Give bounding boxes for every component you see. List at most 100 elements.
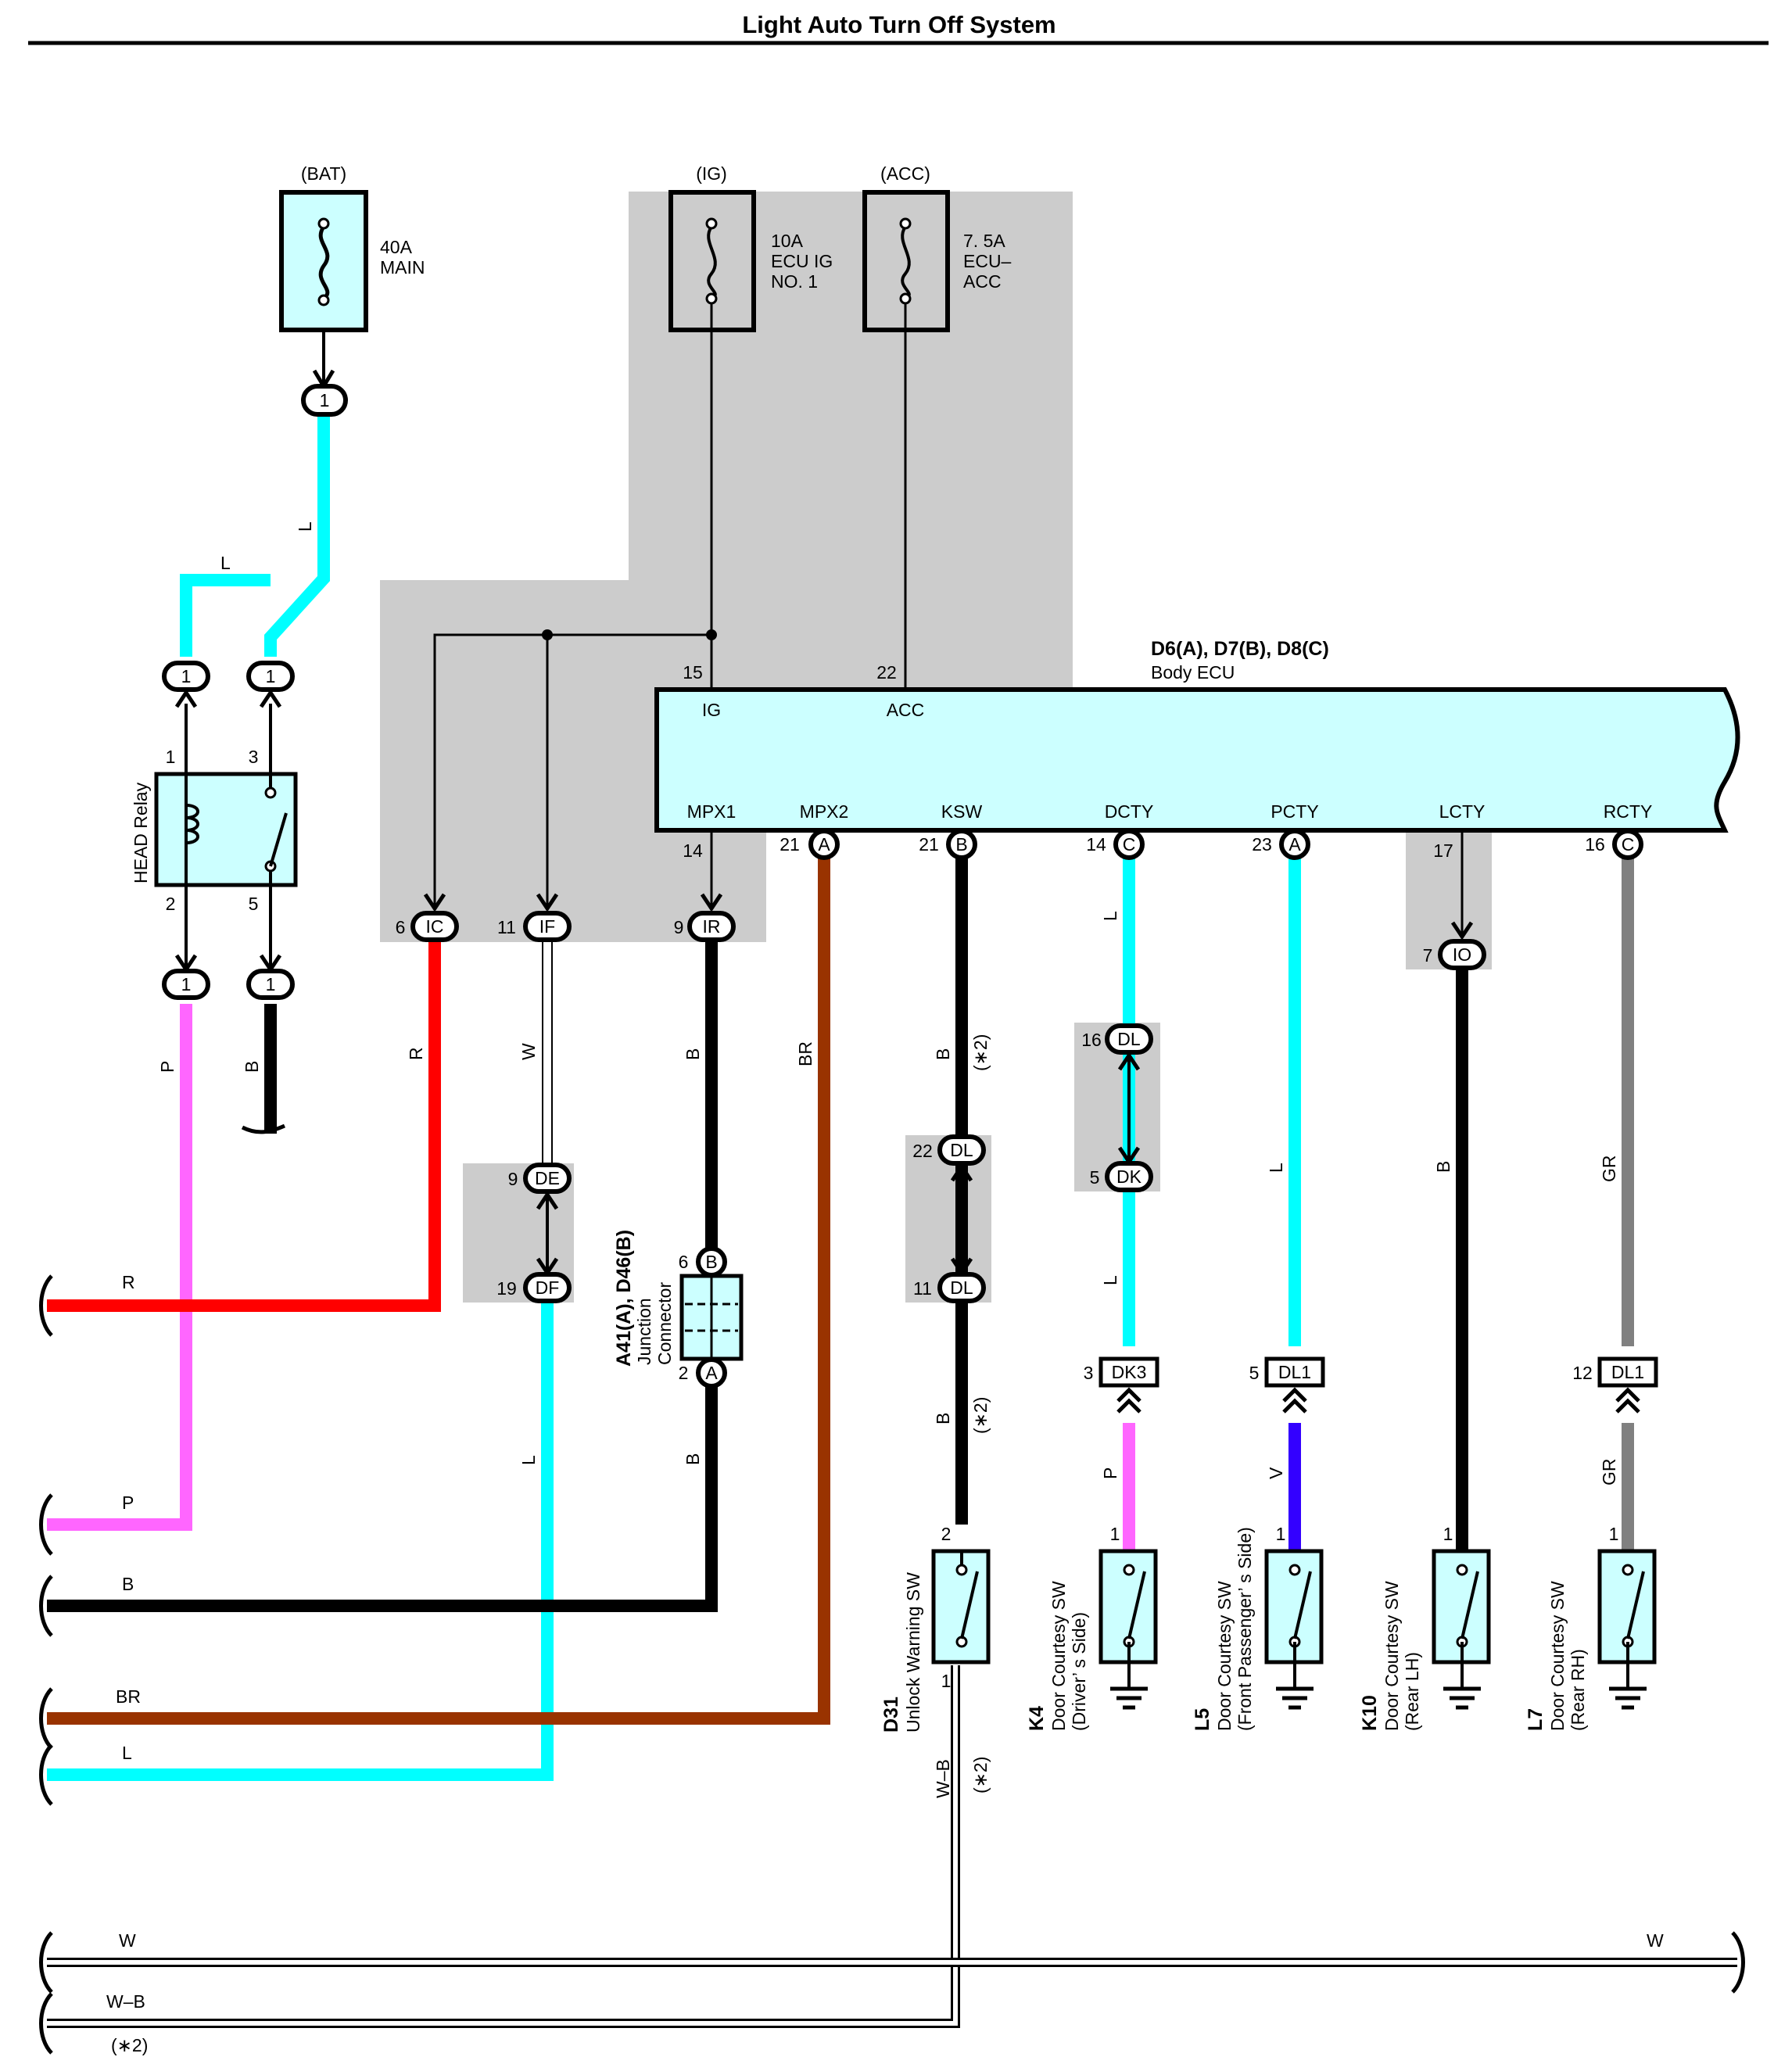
- svg-text:B: B: [683, 1453, 703, 1465]
- svg-text:HEAD Relay: HEAD Relay: [131, 782, 151, 883]
- svg-text:Junction: Junction: [634, 1298, 654, 1365]
- svg-text:21: 21: [780, 834, 800, 855]
- switch-k4: 1 K4 Door Courtesy SW (Driver’ s Side): [1026, 1524, 1158, 1731]
- splice-dot: [706, 629, 717, 640]
- svg-text:MPX2: MPX2: [800, 801, 849, 822]
- svg-text:L: L: [1100, 1275, 1120, 1285]
- wire-br: [47, 858, 830, 1725]
- svg-text:DF: DF: [536, 1277, 560, 1298]
- svg-text:IR: IR: [703, 916, 721, 937]
- svg-text:MPX1: MPX1: [687, 801, 737, 822]
- svg-text:(BAT): (BAT): [301, 163, 346, 184]
- svg-text:IF: IF: [539, 916, 555, 937]
- svg-text:16: 16: [1585, 834, 1605, 855]
- svg-text:D6(A), D7(B), D8(C): D6(A), D7(B), D8(C): [1151, 638, 1329, 660]
- svg-text:(∗2): (∗2): [111, 2035, 148, 2055]
- svg-text:1: 1: [941, 1671, 952, 1691]
- svg-text:P: P: [1100, 1467, 1120, 1479]
- svg-text:(Driver’ s Side): (Driver’ s Side): [1069, 1612, 1089, 1731]
- junction-connector: B 6 A 2 A41(A), D46(B) Junction Connecto…: [613, 1230, 744, 1389]
- svg-text:GR: GR: [1599, 1156, 1619, 1183]
- svg-text:Door Courtesy SW: Door Courtesy SW: [1048, 1581, 1069, 1731]
- svg-text:R: R: [122, 1272, 135, 1292]
- svg-text:B: B: [955, 834, 967, 855]
- svg-text:IC: IC: [426, 916, 444, 937]
- svg-text:(ACC): (ACC): [880, 163, 930, 184]
- relay-connectors: 1 1 1 1: [162, 661, 295, 1000]
- svg-text:Connector: Connector: [654, 1282, 675, 1365]
- svg-text:L: L: [1100, 911, 1120, 921]
- svg-text:DE: DE: [535, 1168, 560, 1188]
- wire-labels: L L P B R W B BR B (∗2) L L L B GR L B B…: [106, 521, 1664, 2055]
- svg-text:R: R: [406, 1047, 426, 1060]
- wire-r: [47, 941, 441, 1312]
- svg-text:DK3: DK3: [1112, 1362, 1147, 1382]
- svg-text:5: 5: [249, 894, 259, 914]
- svg-text:ECU–: ECU–: [963, 251, 1012, 271]
- svg-text:V: V: [1266, 1467, 1286, 1479]
- connector-dl-ksw: DL 22 DL 11: [912, 1134, 986, 1303]
- svg-text:14: 14: [683, 840, 703, 861]
- svg-text:B: B: [933, 1413, 953, 1424]
- svg-text:(∗2): (∗2): [970, 1757, 991, 1793]
- svg-text:22: 22: [876, 662, 897, 683]
- svg-text:1: 1: [1443, 1524, 1453, 1544]
- svg-text:GR: GR: [1599, 1459, 1619, 1486]
- connector-bat-1: 1: [301, 384, 348, 417]
- svg-text:1: 1: [266, 974, 276, 994]
- svg-text:C: C: [1622, 834, 1635, 855]
- splice-dot: [542, 629, 553, 640]
- svg-text:PCTY: PCTY: [1271, 801, 1318, 822]
- svg-text:22: 22: [912, 1141, 933, 1161]
- svg-text:KSW: KSW: [941, 801, 983, 822]
- svg-text:12: 12: [1572, 1363, 1593, 1383]
- connector-dl1-r: DL1 12: [1572, 1356, 1658, 1414]
- svg-text:A: A: [818, 834, 830, 855]
- svg-text:MAIN: MAIN: [380, 257, 425, 278]
- fuse-bat: (BAT) 40A MAIN: [279, 163, 425, 390]
- svg-text:W–B: W–B: [106, 1991, 145, 2012]
- svg-text:P: P: [122, 1492, 134, 1513]
- svg-text:23: 23: [1252, 834, 1272, 855]
- svg-text:W: W: [119, 1930, 136, 1951]
- svg-text:L: L: [122, 1743, 132, 1763]
- svg-text:BR: BR: [116, 1686, 141, 1707]
- svg-text:ACC: ACC: [963, 271, 1002, 292]
- svg-text:P: P: [157, 1061, 177, 1073]
- svg-text:(Rear RH): (Rear RH): [1568, 1649, 1588, 1731]
- svg-text:B: B: [242, 1061, 262, 1073]
- wire-break-marks: [39, 1123, 1745, 2055]
- connector-dl1-p: DL1 5: [1249, 1356, 1325, 1414]
- connector-dl-dk: DL 16 DK 5: [1081, 1023, 1153, 1192]
- svg-text:L5: L5: [1192, 1708, 1213, 1731]
- svg-text:B: B: [933, 1048, 953, 1060]
- wire-p: [47, 1004, 192, 1531]
- svg-text:5: 5: [1249, 1363, 1260, 1383]
- svg-text:2: 2: [941, 1524, 952, 1544]
- svg-text:IO: IO: [1453, 944, 1471, 965]
- svg-text:L7: L7: [1525, 1708, 1546, 1731]
- svg-text:2: 2: [679, 1363, 689, 1383]
- svg-text:7: 7: [1423, 945, 1433, 966]
- connector-de-df: DE 9 DF 19: [496, 1163, 572, 1303]
- switch-l7: 1 L7 Door Courtesy SW (Rear RH): [1525, 1524, 1657, 1731]
- svg-text:40A: 40A: [380, 237, 413, 257]
- svg-text:16: 16: [1081, 1030, 1102, 1050]
- svg-text:15: 15: [683, 662, 703, 683]
- svg-text:(Rear LH): (Rear LH): [1402, 1652, 1422, 1731]
- svg-text:6: 6: [396, 917, 406, 937]
- wire-l-bat: [264, 414, 330, 657]
- svg-text:K10: K10: [1359, 1695, 1381, 1731]
- thin-wires: [433, 297, 1464, 938]
- svg-text:B: B: [683, 1048, 703, 1060]
- svg-text:W: W: [1647, 1930, 1664, 1951]
- svg-text:(IG): (IG): [696, 163, 727, 184]
- svg-text:L: L: [518, 1455, 539, 1465]
- svg-text:DCTY: DCTY: [1105, 801, 1154, 822]
- svg-text:B: B: [705, 1252, 717, 1272]
- svg-text:1: 1: [166, 747, 176, 767]
- svg-text:A: A: [705, 1363, 718, 1383]
- svg-text:1: 1: [320, 390, 330, 410]
- svg-text:10A: 10A: [771, 231, 804, 251]
- svg-text:DL1: DL1: [1611, 1362, 1644, 1382]
